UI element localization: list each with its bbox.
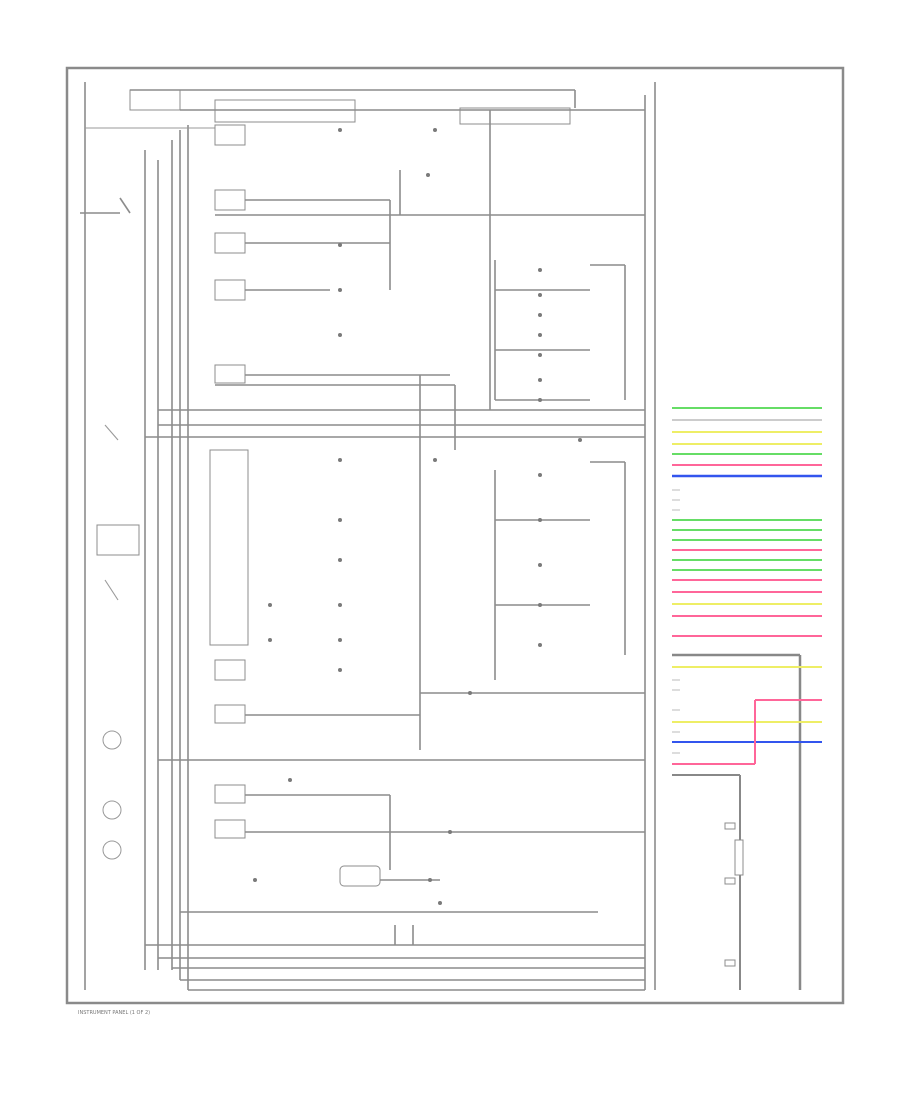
left-switch-symbols bbox=[102, 424, 122, 860]
lower-wires bbox=[145, 692, 645, 991]
center-verticals bbox=[389, 110, 496, 750]
main-bus-lines bbox=[84, 82, 656, 990]
control-module-box bbox=[209, 449, 249, 646]
junction-dots bbox=[253, 128, 582, 905]
diagram-footer: INSTRUMENT PANEL (1 OF 2) bbox=[78, 1010, 151, 1016]
left-block-wires bbox=[80, 197, 645, 438]
right-block-groupings bbox=[495, 264, 626, 655]
bottom-right-connectors bbox=[724, 822, 744, 967]
wire-color-legend bbox=[672, 407, 822, 990]
left-connector-boxes bbox=[96, 189, 246, 839]
diagram-frame bbox=[65, 66, 845, 1005]
top-connectors bbox=[85, 89, 645, 146]
